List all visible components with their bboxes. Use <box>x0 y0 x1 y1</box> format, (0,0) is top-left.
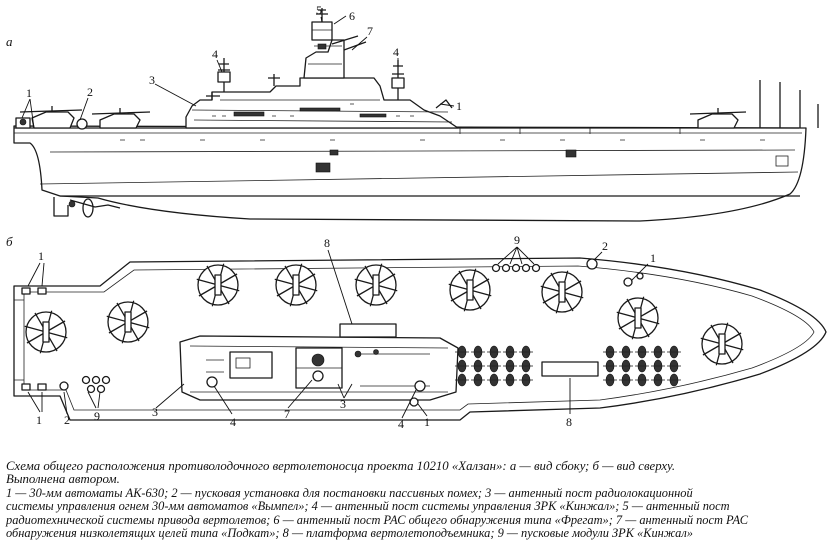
callout-7: 7 <box>367 24 373 38</box>
callout-6: 6 <box>349 9 355 23</box>
callout-1f: 1 <box>424 415 430 429</box>
helicopter-pad <box>540 270 584 314</box>
callout-3: 3 <box>149 73 155 87</box>
parked-helicopter <box>635 345 649 387</box>
parked-helicopter <box>487 345 501 387</box>
helicopter-pad <box>616 296 660 340</box>
callout-4d: 4 <box>398 417 404 431</box>
helicopter-pad <box>354 263 398 307</box>
callout-2b: 2 <box>602 239 608 253</box>
parked-helicopter <box>651 345 665 387</box>
helicopter-pad <box>106 300 150 344</box>
side-helicopters <box>15 106 747 130</box>
top-guns <box>21 258 644 407</box>
callout-9b: 9 <box>94 409 100 423</box>
side-hull <box>13 125 807 222</box>
side-superstructure-windows <box>212 103 414 118</box>
caption-title: Схема общего расположения противолодочно… <box>6 459 676 473</box>
parked-helicopter <box>619 345 633 387</box>
helicopter-pad <box>196 263 240 307</box>
callout-1c: 1 <box>650 251 656 265</box>
caption-legend-line-3: радиотехнической системы привода вертоле… <box>6 512 749 527</box>
side-mast <box>303 8 367 79</box>
top-view: б <box>6 233 827 431</box>
side-view: а <box>6 3 819 222</box>
callout-2a: 2 <box>87 85 93 99</box>
callout-8b: 8 <box>566 415 572 429</box>
side-view-label: а <box>6 34 13 49</box>
callout-1a: 1 <box>26 86 32 100</box>
top-helicopter-pads <box>24 263 744 366</box>
caption-author: Выполнена автором. <box>6 472 120 487</box>
side-antenna-posts <box>206 58 453 109</box>
side-portholes <box>120 139 789 173</box>
figure-caption: Схема общего расположения противолодочно… <box>6 459 836 541</box>
top-lift-aft <box>541 361 599 377</box>
parked-helicopter <box>455 345 469 387</box>
callout-3c: 3 <box>340 397 346 411</box>
caption-legend-line-1: 1 — 30-мм автоматы АК-630; 2 — пусковая … <box>6 485 693 500</box>
callout-4c: 4 <box>230 415 236 429</box>
callout-1e: 1 <box>36 413 42 427</box>
top-parked-helicopters <box>455 345 681 387</box>
parked-helicopter <box>471 345 485 387</box>
top-view-label: б <box>6 234 13 249</box>
callout-3b: 3 <box>152 405 158 419</box>
callout-5: 5 <box>316 3 322 17</box>
caption-legend-line-4: обнаружения низколетящих целей типа «Под… <box>6 526 693 541</box>
callout-2c: 2 <box>64 413 70 427</box>
parked-helicopter <box>603 345 617 387</box>
caption-legend-line-2: системы управления огнем 30-мм автоматов… <box>6 499 730 514</box>
parked-helicopter <box>519 345 533 387</box>
callout-9a: 9 <box>514 233 520 247</box>
callout-8a: 8 <box>324 236 330 250</box>
parked-helicopter <box>503 345 517 387</box>
helicopter-pad <box>24 310 68 354</box>
callout-1d: 1 <box>38 249 44 263</box>
top-lift-front <box>339 323 397 338</box>
callout-4a: 4 <box>212 47 218 61</box>
helicopter-pad <box>274 263 318 307</box>
side-antenna-poles <box>759 80 819 128</box>
side-propeller <box>53 197 121 218</box>
callout-1b: 1 <box>456 99 462 113</box>
parked-helicopter <box>667 345 681 387</box>
callout-4b: 4 <box>393 45 399 59</box>
ship-drawing: а <box>6 3 827 431</box>
helicopter-pad <box>448 268 492 312</box>
top-missile-modules <box>81 263 541 394</box>
callout-7b: 7 <box>284 407 290 421</box>
helicopter-pad <box>700 322 744 366</box>
